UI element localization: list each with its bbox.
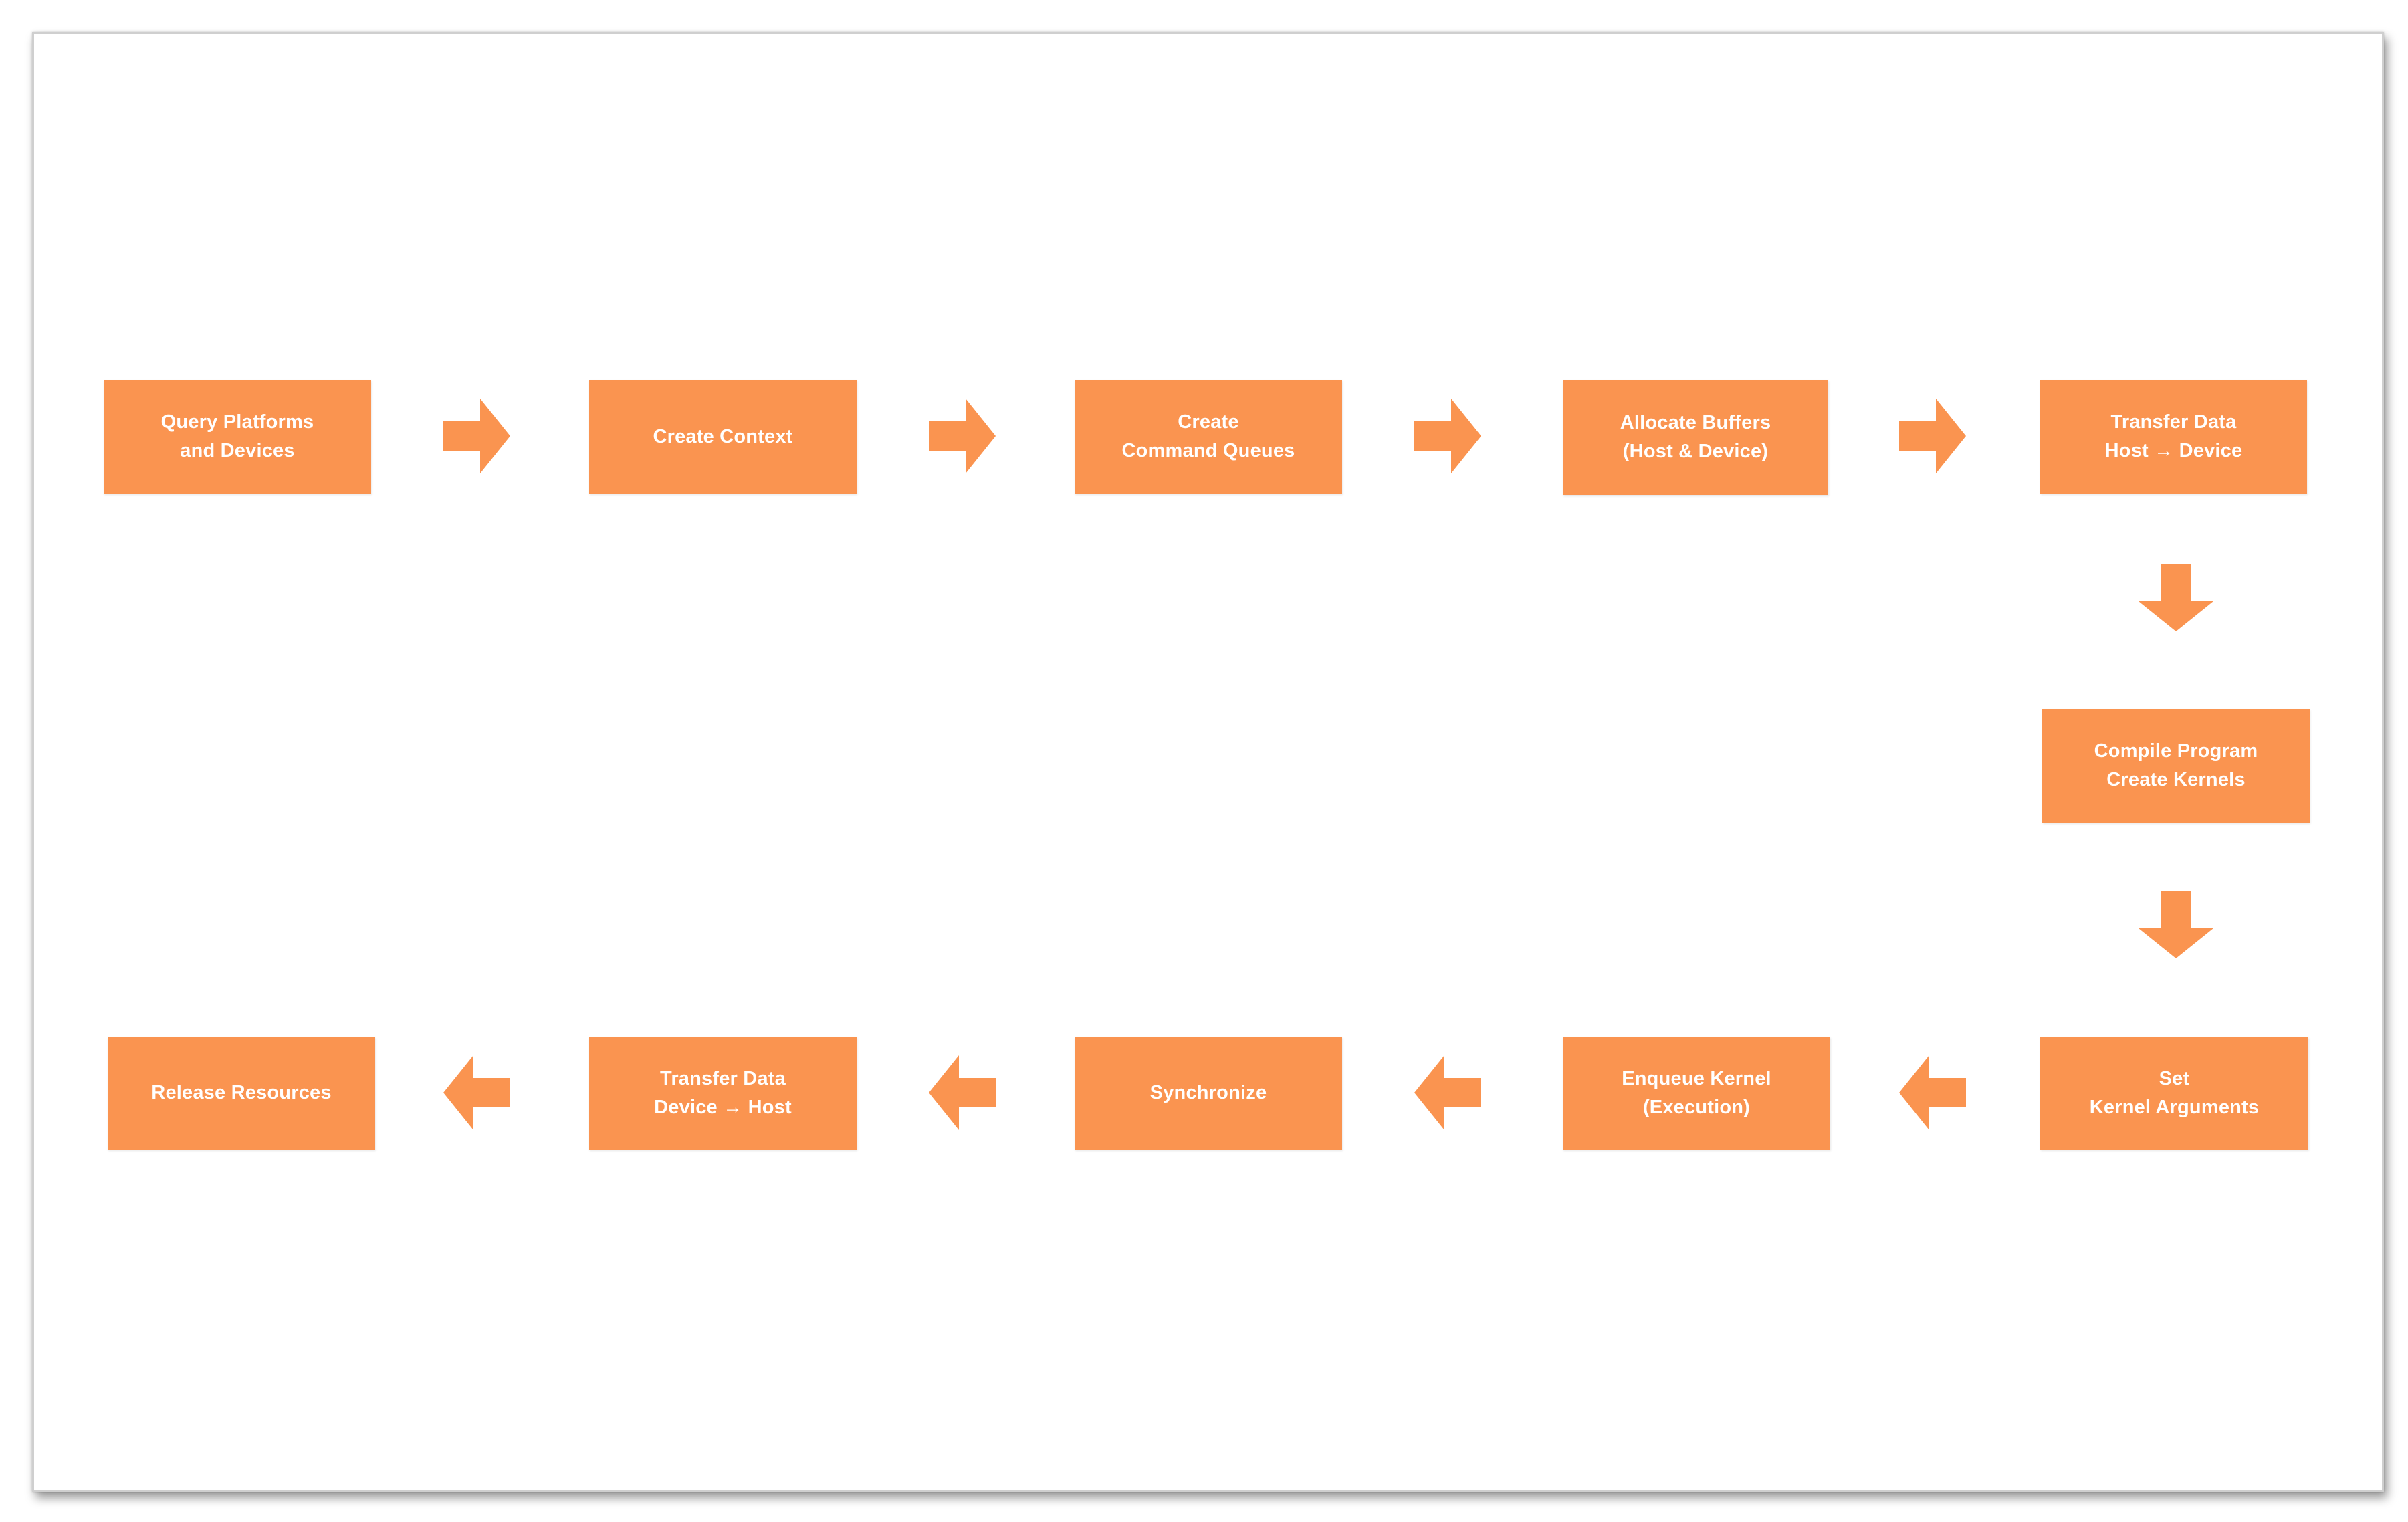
step-enqueue-kernel-label: Enqueue Kernel (Execution) <box>1622 1067 1771 1118</box>
step-transfer-host-device-label: Transfer Data Host → Device <box>2104 411 2243 461</box>
step-allocate-buffers-label: Allocate Buffers (Host & Device) <box>1620 412 1771 462</box>
arrow-right-icon <box>1899 399 1966 473</box>
diagram-frame: Query Platforms and Devices Create Conte… <box>32 32 2384 1492</box>
step-transfer-host-device-box: Transfer Data Host → Device <box>2040 380 2307 494</box>
arrow-down-icon <box>2139 891 2213 958</box>
step-transfer-device-host-label: Transfer Data Device → Host <box>654 1067 792 1118</box>
step-create-command-queues-box: Create Command Queues <box>1075 380 1342 494</box>
step-create-command-queues-label: Create Command Queues <box>1121 411 1295 461</box>
step-create-context-label: Create Context <box>653 425 793 447</box>
step-release-resources-label: Release Resources <box>151 1082 332 1103</box>
step-enqueue-kernel-box: Enqueue Kernel (Execution) <box>1563 1037 1830 1150</box>
arrow-left-icon <box>1899 1055 1966 1130</box>
arrow-left-icon <box>443 1055 510 1130</box>
arrow-left-icon <box>1414 1055 1481 1130</box>
step-compile-program-box: Compile Program Create Kernels <box>2042 709 2310 823</box>
step-transfer-device-host-box: Transfer Data Device → Host <box>589 1037 857 1150</box>
arrow-right-icon <box>1414 399 1481 473</box>
step-query-platforms-label: Query Platforms and Devices <box>160 411 314 461</box>
step-release-resources-box: Release Resources <box>108 1037 375 1150</box>
arrow-down-icon <box>2139 564 2213 631</box>
arrow-right-icon <box>443 399 510 473</box>
step-synchronize-label: Synchronize <box>1150 1082 1267 1103</box>
step-set-kernel-arguments-box: Set Kernel Arguments <box>2040 1037 2308 1150</box>
arrow-right-icon <box>929 399 996 473</box>
step-query-platforms-box: Query Platforms and Devices <box>104 380 371 494</box>
step-allocate-buffers-box: Allocate Buffers (Host & Device) <box>1563 380 1828 495</box>
step-synchronize-box: Synchronize <box>1075 1037 1342 1150</box>
step-create-context-box: Create Context <box>589 380 857 494</box>
step-compile-program-label: Compile Program Create Kernels <box>2094 740 2258 790</box>
step-set-kernel-arguments-label: Set Kernel Arguments <box>2089 1067 2260 1118</box>
arrow-left-icon <box>929 1055 996 1130</box>
